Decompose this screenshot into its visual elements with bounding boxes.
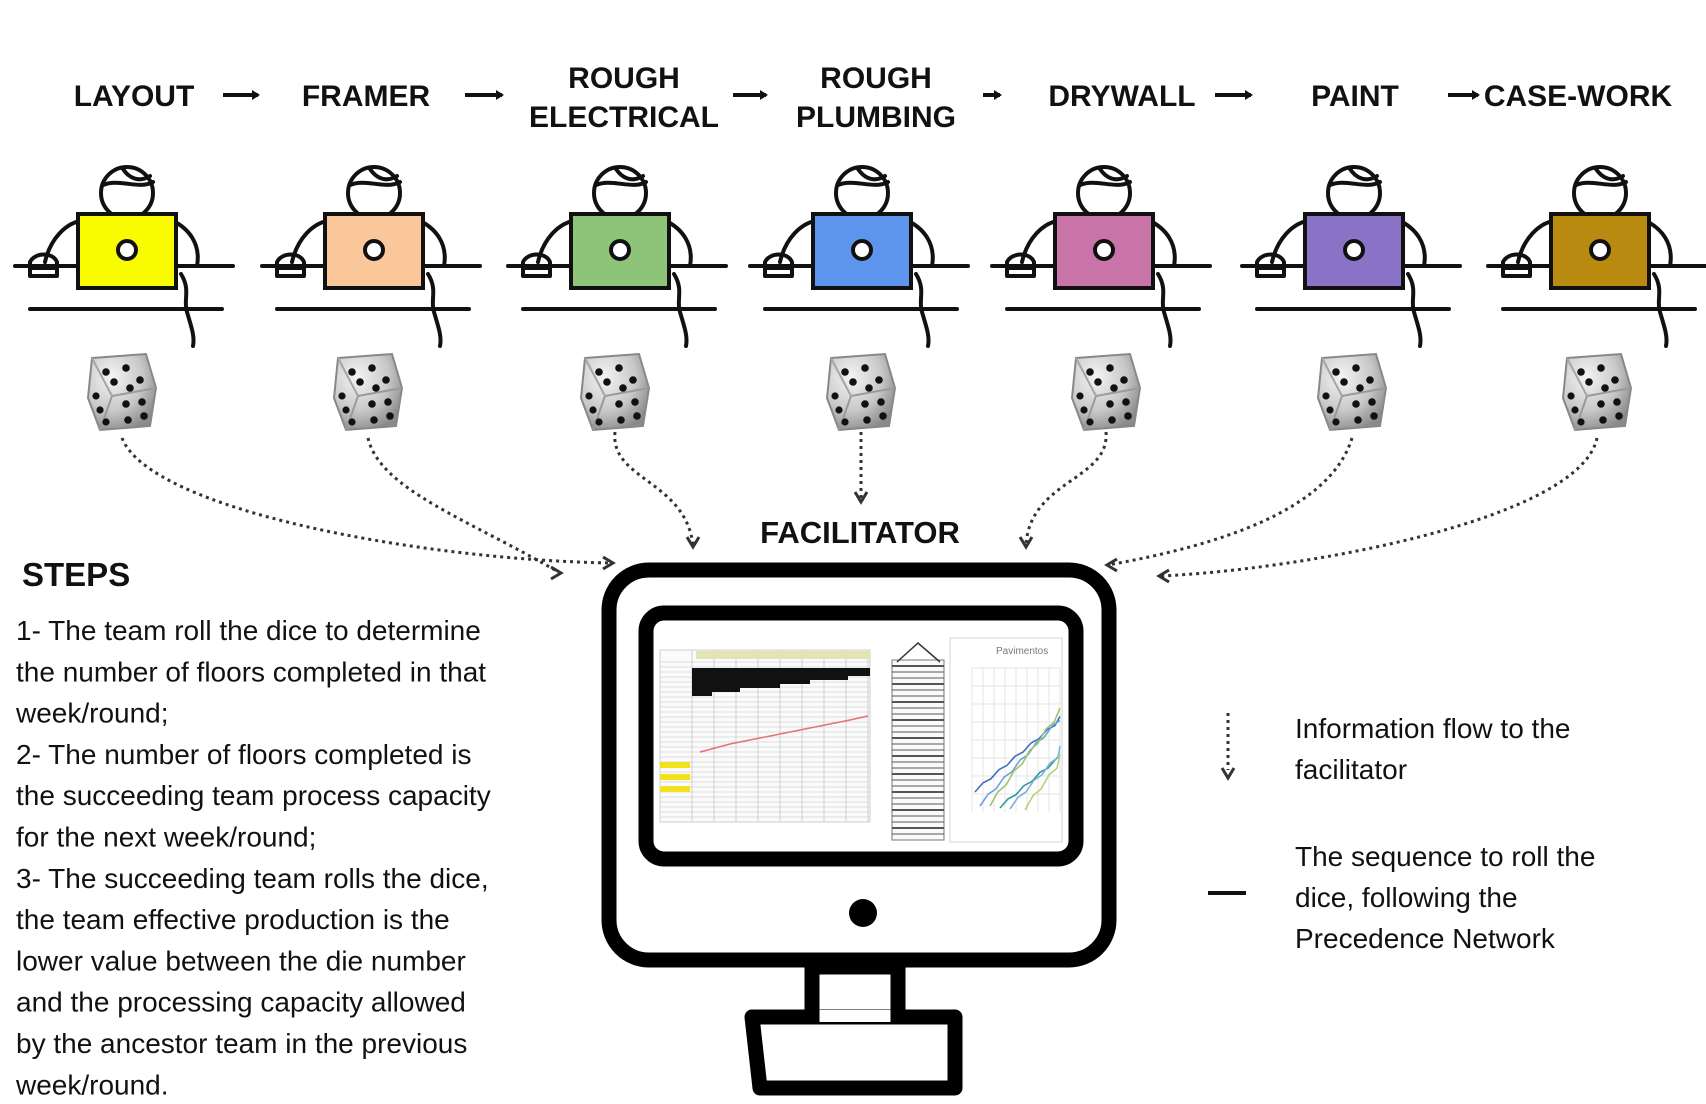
sequence-arrow [1448, 90, 1480, 100]
worker-at-laptop-icon [13, 165, 235, 348]
worker-at-laptop-icon [506, 165, 728, 348]
info-flow-arrowhead [685, 536, 701, 550]
worker-at-laptop-icon [1240, 165, 1462, 348]
info-flow-arrowhead [550, 565, 564, 581]
step-line: 1- The team roll the dice to determine [16, 615, 481, 646]
step-line: week/round. [15, 1069, 169, 1100]
worker-at-laptop-icon [748, 165, 970, 348]
die-icon [332, 352, 404, 432]
step-line: lower value between the die number [16, 945, 466, 976]
info-flow-arrowhead [1104, 557, 1118, 573]
steps-list: 1- The team roll the dice to determine th… [15, 615, 491, 1100]
info-flow-arrow [613, 431, 695, 546]
sequence-arrow [733, 90, 768, 100]
dice [86, 352, 1633, 432]
step-line: 3- The succeeding team rolls the dice, [16, 863, 489, 894]
step-line: week/round; [15, 698, 169, 729]
info-flow-arrowhead [602, 555, 616, 571]
stage-label: ELECTRICAL [529, 101, 719, 134]
stage-label: PAINT [1311, 80, 1399, 113]
sheet-sidebar [891, 641, 945, 841]
steps-title: STEPS [22, 556, 130, 593]
worker-at-laptop-icon [990, 165, 1212, 348]
stage-label: LAYOUT [74, 80, 195, 113]
info-flow-arrow [1159, 437, 1599, 578]
step-line: and the processing capacity allowed [16, 987, 466, 1018]
info-flow-legend-icon [1220, 713, 1236, 781]
stage-label: ROUGH [568, 62, 680, 95]
step-line: the succeeding team process capacity [16, 780, 491, 811]
step-line: by the ancestor team in the previous [16, 1028, 467, 1059]
spreadsheet [659, 649, 871, 823]
step-line: the number of floors completed in that [16, 656, 486, 687]
sequence-arrow [1215, 90, 1253, 100]
facilitator-label: FACILITATOR [760, 515, 960, 550]
die-icon [1070, 352, 1142, 432]
die-icon [1316, 352, 1388, 432]
sequence-arrows [223, 90, 1480, 100]
sequence-arrow [983, 90, 1002, 100]
info-flow-arrowhead [853, 491, 869, 505]
die-icon [579, 352, 651, 432]
die-icon [86, 352, 158, 432]
stage-label: CASE-WORK [1484, 80, 1673, 113]
sequence-arrow [465, 90, 504, 100]
info-flow-arrow [1107, 437, 1354, 567]
computer-monitor-icon: Pavimentos [601, 562, 1117, 1096]
step-line: the team effective production is the [16, 904, 450, 935]
info-flow-arrow [366, 437, 561, 575]
stage-labels: LAYOUT FRAMER ROUGH ELECTRICAL ROUGH PLUMBING… [74, 62, 1673, 134]
info-flow-arrow [120, 437, 613, 565]
information-flows [120, 431, 1599, 584]
worker-at-laptop-icon [260, 165, 482, 348]
sequence-arrow [223, 90, 260, 100]
stage-label: PLUMBING [796, 101, 956, 134]
step-line: for the next week/round; [16, 822, 316, 853]
info-flow-arrowhead [1156, 568, 1170, 584]
stage-label: FRAMER [302, 80, 431, 113]
info-flow-arrowhead [1018, 536, 1034, 550]
stage-label: ROUGH [820, 62, 932, 95]
stage-label: DRYWALL [1048, 80, 1195, 113]
workers [13, 165, 1706, 348]
die-icon [1561, 352, 1633, 432]
mini-chart-title: Pavimentos [996, 646, 1048, 657]
screen-content: Pavimentos [658, 625, 1064, 847]
step-line: 2- The number of floors completed is [16, 739, 471, 770]
worker-at-laptop-icon [1486, 165, 1706, 348]
mini-line-chart: Pavimentos [949, 637, 1063, 843]
info-flow-arrow [1024, 431, 1108, 546]
die-icon [825, 352, 897, 432]
